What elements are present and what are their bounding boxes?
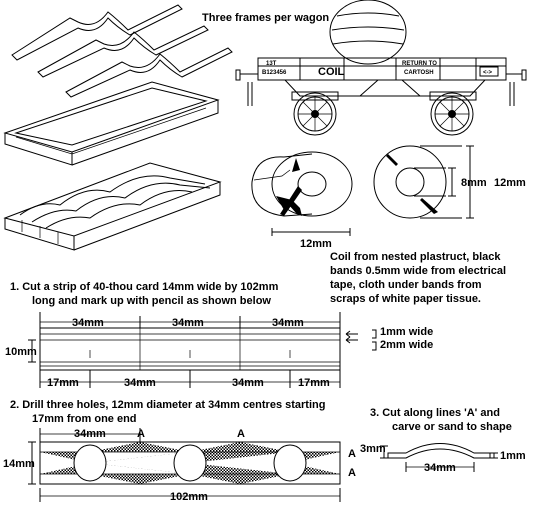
dim-12mm-right: 12mm — [494, 177, 526, 189]
step1-width-label-1: 1mm wide — [380, 326, 433, 338]
base-tray-illustration — [3, 81, 220, 166]
step1-bottom-dim-4: 17mm — [298, 377, 330, 389]
step1-bottom-dim-2: 34mm — [124, 377, 156, 389]
step2-label-a-4: A — [348, 467, 356, 479]
coil-caption-line-4: scraps of white paper tissue. — [330, 293, 481, 305]
assembled-tray-illustration — [3, 162, 222, 251]
step1-bottom-dim-1: 17mm — [47, 377, 79, 389]
coil-detail-illustration — [251, 145, 474, 236]
step2-label-a-1: A — [137, 428, 145, 440]
step3-line-1: 3. Cut along lines 'A' and — [370, 407, 500, 419]
dim-12mm-bottom: 12mm — [300, 238, 332, 250]
step3-dim-34mm: 34mm — [424, 462, 456, 474]
plate-13t: 13T — [266, 61, 277, 67]
wagon-arrows: <-> — [483, 70, 493, 76]
step3-line-2: carve or sand to shape — [392, 421, 512, 433]
frames-caption: Three frames per wagon — [202, 12, 329, 24]
step2-dim-34mm: 34mm — [74, 428, 106, 440]
step1-top-dim-2: 34mm — [172, 317, 204, 329]
step1-line-2: long and mark up with pencil as shown be… — [32, 295, 271, 307]
dim-8mm: 8mm — [461, 177, 487, 189]
step1-top-dim-3: 34mm — [272, 317, 304, 329]
step3-dim-1mm: 1mm — [500, 450, 526, 462]
plate-return-1: RETURN TO — [402, 61, 437, 67]
step1-height-dim: 10mm — [5, 346, 37, 358]
step2-strip-diagram — [28, 428, 341, 502]
coil-caption-line-2: bands 0.5mm wide from electrical — [330, 265, 506, 277]
wavy-frames-illustration — [11, 4, 233, 98]
coil-wagon-illustration: <-> 13T B123456 COIL RETURN TO CARTOSH — [235, 0, 527, 136]
plate-number: B123456 — [262, 70, 287, 76]
step2-length-dim: 102mm — [170, 491, 208, 503]
plate-return-2: CARTOSH — [404, 70, 434, 76]
step3-dim-3mm: 3mm — [360, 443, 386, 455]
step2-label-a-3: A — [348, 448, 356, 460]
step2-line-2: 17mm from one end — [32, 413, 137, 425]
step2-label-a-2: A — [237, 428, 245, 440]
coil-caption-line-3: tape, cloth under bands from — [330, 279, 482, 291]
step1-bottom-dim-3: 34mm — [232, 377, 264, 389]
step2-height-dim: 14mm — [3, 458, 35, 470]
plate-coil: COIL — [318, 66, 345, 78]
step1-strip-diagram — [28, 312, 377, 388]
coil-caption-line-1: Coil from nested plastruct, black — [330, 251, 501, 263]
step1-top-dim-1: 34mm — [72, 317, 104, 329]
step3-shape-diagram — [380, 443, 498, 472]
step1-line-1: 1. Cut a strip of 40-thou card 14mm wide… — [10, 281, 279, 293]
step1-width-label-2: 2mm wide — [380, 339, 433, 351]
step2-line-1: 2. Drill three holes, 12mm diameter at 3… — [10, 399, 325, 411]
